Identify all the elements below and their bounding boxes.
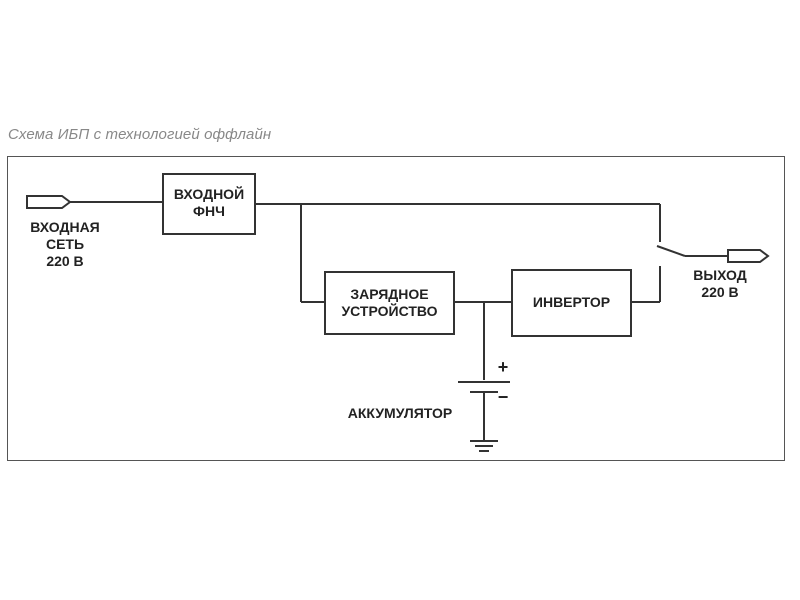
battery-label: АККУМУЛЯТОР xyxy=(347,405,453,421)
filter-label: ВХОДНОЙ ФНЧ xyxy=(173,186,245,219)
input-network-label: ВХОДНАЯ СЕТЬ 220 В xyxy=(30,219,100,269)
diagram-caption: Схема ИБП с технологией оффлайн xyxy=(8,126,272,143)
output-label: ВЫХОД 220 В xyxy=(693,267,747,300)
diagram-frame xyxy=(7,156,785,461)
charger-label: ЗАРЯДНОЕ УСТРОЙСТВО xyxy=(341,286,438,319)
inverter-label: ИНВЕРТОР xyxy=(532,294,611,310)
battery-plus-sign: + xyxy=(497,357,509,377)
battery-minus-sign: − xyxy=(497,387,509,407)
input-plug-icon xyxy=(26,195,72,209)
output-plug-icon xyxy=(727,249,770,263)
switch-contact xyxy=(656,245,686,257)
